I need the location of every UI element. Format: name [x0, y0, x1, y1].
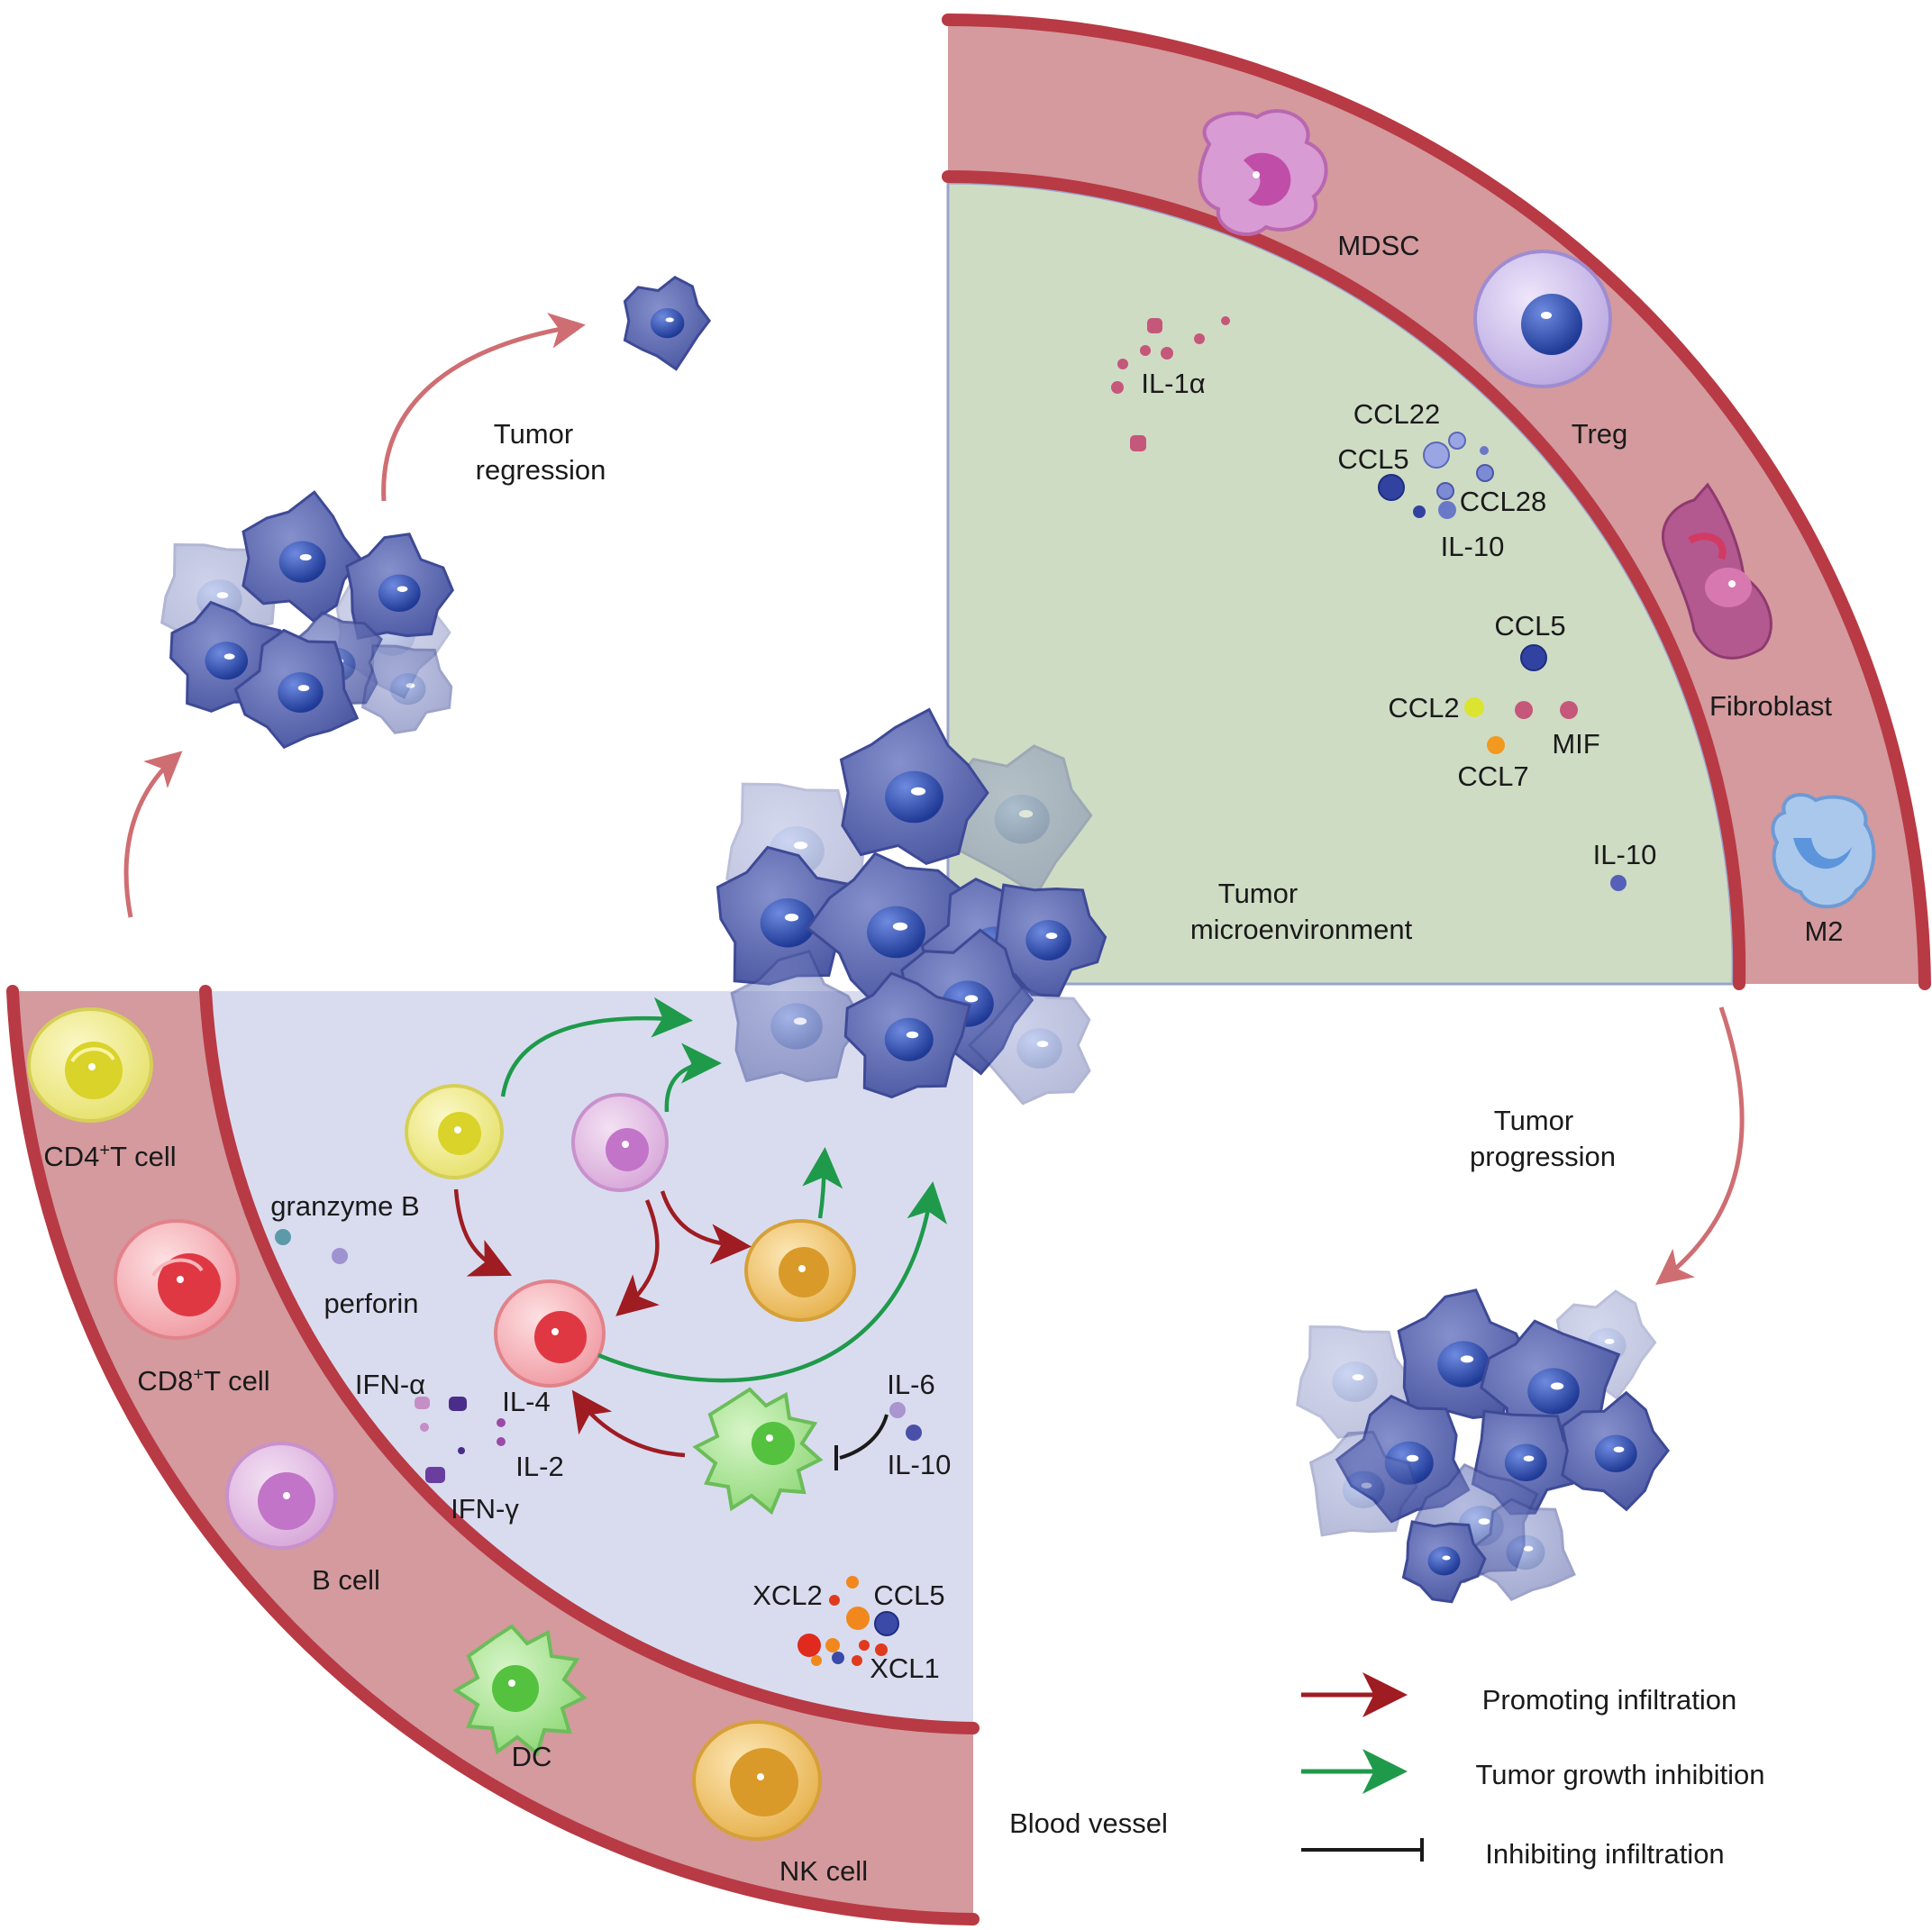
- cd4-t-cell: [27, 1007, 153, 1123]
- tumor-clusters: [160, 276, 1670, 1604]
- tumor-cell-center: [951, 744, 1093, 897]
- mif-label: MIF: [1552, 728, 1599, 760]
- tumor-cell-left: [233, 628, 360, 750]
- ccl5-immune-label: CCL5: [873, 1580, 944, 1611]
- il10-tme-label-1: IL-10: [1441, 531, 1505, 562]
- tme-region: [946, 181, 1735, 986]
- tumor-cell-center: [839, 707, 989, 866]
- tumor-cell-right: [1468, 1498, 1576, 1602]
- ccl22-label: CCL22: [1353, 398, 1441, 430]
- legend-promoting-label: Promoting infiltration: [1482, 1684, 1737, 1716]
- tumor-cell-center: [843, 971, 971, 1099]
- m2-cell: [1771, 793, 1876, 909]
- tumor-cell-right: [1401, 1520, 1487, 1604]
- tumor-cell-small: [623, 276, 712, 371]
- xcl2-label: XCL2: [752, 1580, 823, 1611]
- treg-cell: [1473, 250, 1612, 388]
- ifn-g-label: IFN-γ: [451, 1493, 519, 1525]
- regression-arrow-upper: [381, 313, 586, 502]
- tumor-cell-left: [345, 533, 455, 641]
- treg-label: Treg: [1572, 418, 1628, 450]
- fibroblast-label: Fibroblast: [1709, 690, 1832, 722]
- ccl5-tme-particle-2: [1520, 644, 1547, 671]
- il10-tme-particle-2: [1610, 875, 1627, 891]
- ccl28-label: CCL28: [1460, 486, 1547, 517]
- il10-tme-label-2: IL-10: [1593, 839, 1657, 870]
- xcl1-label: XCL1: [870, 1652, 940, 1684]
- inhibition-arrows: [500, 997, 947, 1383]
- b-cell-inner: [571, 1093, 669, 1192]
- granzyme-b-particle: [275, 1229, 291, 1245]
- nk-cell: [692, 1720, 822, 1841]
- ifn-a-label: IFN-α: [355, 1369, 425, 1400]
- xcl-chemokine-cluster: [797, 1576, 899, 1666]
- regression-arrow-lower: [123, 751, 183, 918]
- legend-inhibiting-label: Inhibiting infiltration: [1485, 1838, 1724, 1870]
- cd4-t-cell-inner: [405, 1084, 504, 1179]
- legend-inhibition-label: Tumor growth inhibition: [1475, 1759, 1764, 1790]
- blood-vessel-label: Blood vessel: [1009, 1807, 1168, 1839]
- tumor-cell-right: [1308, 1430, 1418, 1537]
- il10-immune-particle: [906, 1425, 922, 1441]
- dc-cell: [452, 1624, 588, 1757]
- dc-label: DC: [512, 1741, 552, 1772]
- granzyme-b-label: granzyme B: [270, 1190, 419, 1222]
- b-cell: [225, 1442, 337, 1550]
- tme-vessel-inner-wall: [942, 170, 1746, 990]
- tumor-progression-label-line1: Tumor: [1494, 1105, 1573, 1136]
- ccl5-tme-label-1: CCL5: [1337, 443, 1408, 475]
- promoting-arrows: [453, 1188, 752, 1458]
- mif-particle-2: [1560, 701, 1578, 719]
- th-cytokine-particles: [415, 1397, 506, 1483]
- progression-arrow: [1655, 1006, 1745, 1286]
- nk-cell-inner: [744, 1219, 856, 1322]
- dc-cell-inner: [692, 1387, 824, 1516]
- fibroblast-cell: [1662, 482, 1773, 660]
- tumor-cell-center: [967, 985, 1091, 1106]
- tumor-regression-label-line2: regression: [476, 454, 606, 486]
- perforin-label: perforin: [324, 1288, 418, 1319]
- il6-particle: [889, 1402, 906, 1418]
- mdsc-cell: [1198, 109, 1328, 236]
- tumor-cell-left: [360, 644, 453, 734]
- tme-label-line2: microenvironment: [1190, 914, 1413, 945]
- tme-vessel-outer-wall: [942, 14, 1931, 990]
- b-cell-label: B cell: [312, 1564, 380, 1596]
- legend: Promoting infiltration Tumor growth inhi…: [1301, 1672, 1765, 1870]
- nk-cell-label: NK cell: [779, 1855, 868, 1887]
- tme-label-line1: Tumor: [1218, 878, 1298, 909]
- cd8-t-cell-label: CD8+T cell: [137, 1365, 269, 1397]
- immune-vessel-outer-wall: [6, 985, 980, 1925]
- perforin-particle: [332, 1248, 348, 1264]
- ccl7-label: CCL7: [1457, 760, 1528, 792]
- inhibiting-infiltration-line: [834, 1414, 889, 1470]
- ccl5-tme-label-2: CCL5: [1494, 610, 1565, 642]
- tumor-cell-left: [242, 490, 362, 623]
- tumor-cell-center: [730, 950, 864, 1083]
- il10-immune-label: IL-10: [888, 1449, 952, 1480]
- tumor-cell-center: [715, 845, 856, 986]
- ccl2-label: CCL2: [1388, 692, 1459, 724]
- tumor-regression-label-line1: Tumor: [494, 418, 573, 450]
- il2-label: IL-2: [515, 1451, 563, 1482]
- ccl7-particle: [1487, 736, 1505, 754]
- cd8-t-cell-inner: [494, 1279, 606, 1388]
- il1a-particles: [1111, 316, 1230, 451]
- immune-vessel-inner-wall: [199, 985, 980, 1734]
- il1a-label: IL-1α: [1141, 368, 1205, 399]
- il6-label: IL-6: [887, 1369, 934, 1400]
- tumor-cell-center: [989, 883, 1107, 997]
- cd8-t-cell: [114, 1219, 240, 1340]
- mif-particle-1: [1515, 701, 1533, 719]
- mdsc-label: MDSC: [1337, 230, 1419, 261]
- m2-label: M2: [1804, 915, 1843, 947]
- ccl2-particle: [1464, 697, 1484, 717]
- cd4-t-cell-label: CD4+T cell: [43, 1141, 176, 1172]
- tme-chemokine-cluster-1: [1378, 432, 1494, 519]
- tumor-cell-right: [1561, 1390, 1670, 1512]
- il4-label: IL-4: [502, 1386, 550, 1417]
- tumor-progression-label-line2: progression: [1470, 1141, 1616, 1172]
